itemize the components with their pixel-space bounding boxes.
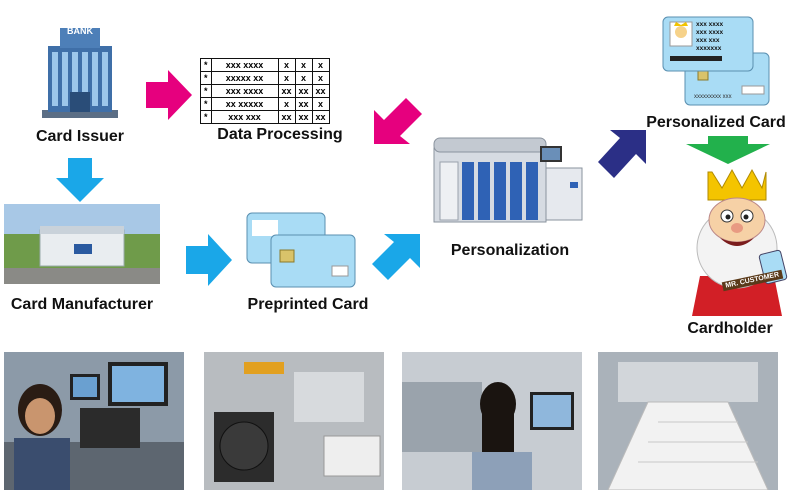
data-table-cell: xxxxx xx [210,71,279,85]
data-table-cell: xx [277,84,296,98]
data-processing-label: Data Processing [217,126,343,143]
data-table-cell: x [277,97,296,111]
arrow-card-to-cardholder [686,136,770,164]
data-table-cell: xx [311,110,330,124]
data-table-cell: xx xxxxx [210,97,279,111]
arrow-issuer-to-manufacturer [56,158,104,202]
arrow-issuer-to-data [146,70,192,120]
data-table-cell: x [277,71,296,85]
card-manufacturer-photo [4,204,160,284]
card-line-1: xxx xxxx [696,21,724,28]
preprinted-card-front [270,234,356,288]
bank-building-icon: BANK [40,20,120,120]
data-table-cell: x [294,71,313,85]
arrow-personalization-to-card [596,128,648,180]
data-table-cell: x [277,58,296,72]
arrow-manufacturer-to-preprinted [186,234,232,286]
personalization-machine [428,128,588,228]
personalized-card-label: Personalized Card [646,114,786,131]
card-line-2: xxx xxxx [696,29,724,36]
data-table-cell: xx [294,97,313,111]
card-issuer-label: Card Issuer [35,128,125,145]
data-table-cell: * [200,84,212,98]
photo-operator-machine [402,352,582,490]
arrow-preprinted-to-personalization [372,232,420,282]
data-table-cell: x [311,71,330,85]
personalization-label: Personalization [450,242,570,259]
data-table-cell: * [200,97,212,111]
bank-sign: BANK [67,26,93,36]
data-table-cell: * [200,71,212,85]
photo-operator-workstation [4,352,184,490]
data-table-cell: xxx xxx [210,110,279,124]
arrow-data-to-personalization [372,96,424,146]
cardholder-character: MR. CUSTOMER [682,166,792,316]
data-table-cell: xx [311,84,330,98]
data-table-cell: * [200,58,212,72]
card-back-text: xxxxxxxxx xxx [694,94,732,100]
data-table-cell: x [294,58,313,72]
data-table-cell: xxx xxxx [210,84,279,98]
photo-card-output-stack [598,352,778,490]
data-table-cell: xx [277,110,296,124]
cardholder-label: Cardholder [687,320,773,337]
photo-card-machine-closeup [204,352,384,490]
data-table-cell: xxx xxxx [210,58,279,72]
preprinted-card-label: Preprinted Card [247,296,369,313]
data-table-cell: xx [294,84,313,98]
data-table-cell: xx [294,110,313,124]
data-table-cell: x [311,58,330,72]
card-line-4: xxxxxxx [696,45,722,52]
card-line-3: xxx xxx [696,37,720,44]
data-table-cell: x [311,97,330,111]
data-table-cell: * [200,110,212,124]
card-manufacturer-label: Card Manufacturer [10,296,154,313]
personalized-card-front: xxx xxxx xxx xxxx xxx xxx xxxxxxx [662,16,754,72]
